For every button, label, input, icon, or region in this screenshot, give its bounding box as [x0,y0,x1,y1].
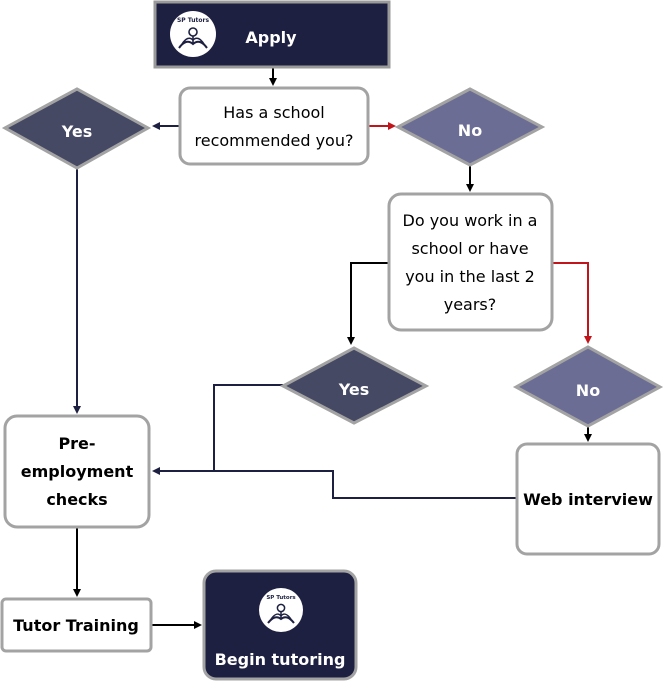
arrow-q2-to-no2 [553,262,592,344]
checks-line-1: Pre- [58,434,95,453]
yes2-label: Yes [338,380,370,399]
q1-line-2: recommended you? [195,131,354,150]
sp-tutors-logo: SP Tutors [170,11,216,57]
no2-label: No [576,381,600,400]
tutor-training: Tutor Training [0,597,153,653]
logo-text-small: SP Tutors [266,595,296,601]
yes1-label: Yes [61,122,93,141]
q2-line-1: Do you work in a [403,211,538,230]
apply-node: SP Tutors Apply [153,0,391,69]
training-label: Tutor Training [13,616,139,635]
web-interview: Web interview [515,442,661,556]
no-decision-1: No [394,87,546,167]
no-decision-2: No [512,345,664,428]
interview-label: Web interview [523,490,653,509]
question-work-in-school: Do you work in a school or have you in t… [387,192,554,332]
yes-decision-2: Yes [279,346,430,425]
arrow-yes2-to-checks [152,384,283,475]
connectors [73,67,592,629]
q2-line-4: years? [444,295,497,314]
line-interview-to-checks [214,470,517,499]
begin-label: Begin tutoring [215,650,346,669]
checks-line-2: employment [21,462,134,481]
begin-tutoring: SP Tutors Begin tutoring [202,569,358,681]
sp-tutors-logo-small: SP Tutors [259,588,303,632]
q2-line-2: school or have [411,239,528,258]
pre-employment-checks: Pre- employment checks [3,414,151,529]
logo-text: SP Tutors [177,17,209,24]
no1-label: No [458,121,482,140]
q2-line-3: you in the last 2 [405,267,535,286]
question-school-recommended: Has a school recommended you? [178,86,370,166]
apply-label: Apply [245,28,297,47]
yes-decision-1: Yes [1,87,152,170]
checks-line-3: checks [46,490,107,509]
arrow-q2-to-yes2 [347,262,389,345]
q1-line-1: Has a school [223,103,324,122]
